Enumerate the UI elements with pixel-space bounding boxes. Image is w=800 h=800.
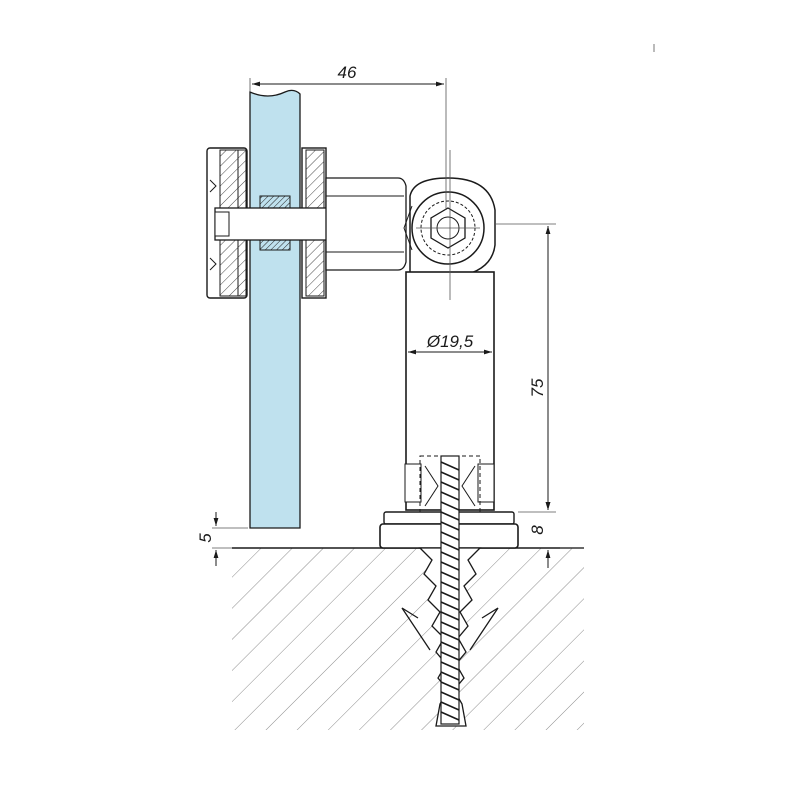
dimension-lines — [213, 81, 551, 568]
dim-floor-gap: 5 — [196, 533, 215, 543]
arm — [325, 177, 407, 271]
roller-head — [403, 177, 496, 277]
glass-panel — [249, 89, 301, 529]
dim-base-plate: 8 — [528, 525, 547, 535]
centre-lines — [212, 44, 655, 549]
dim-width-top: 46 — [338, 63, 357, 82]
dim-height-post: 75 — [528, 378, 547, 397]
floor — [232, 547, 584, 730]
dim-diameter: Ø19,5 — [426, 332, 474, 351]
screw — [440, 455, 460, 725]
